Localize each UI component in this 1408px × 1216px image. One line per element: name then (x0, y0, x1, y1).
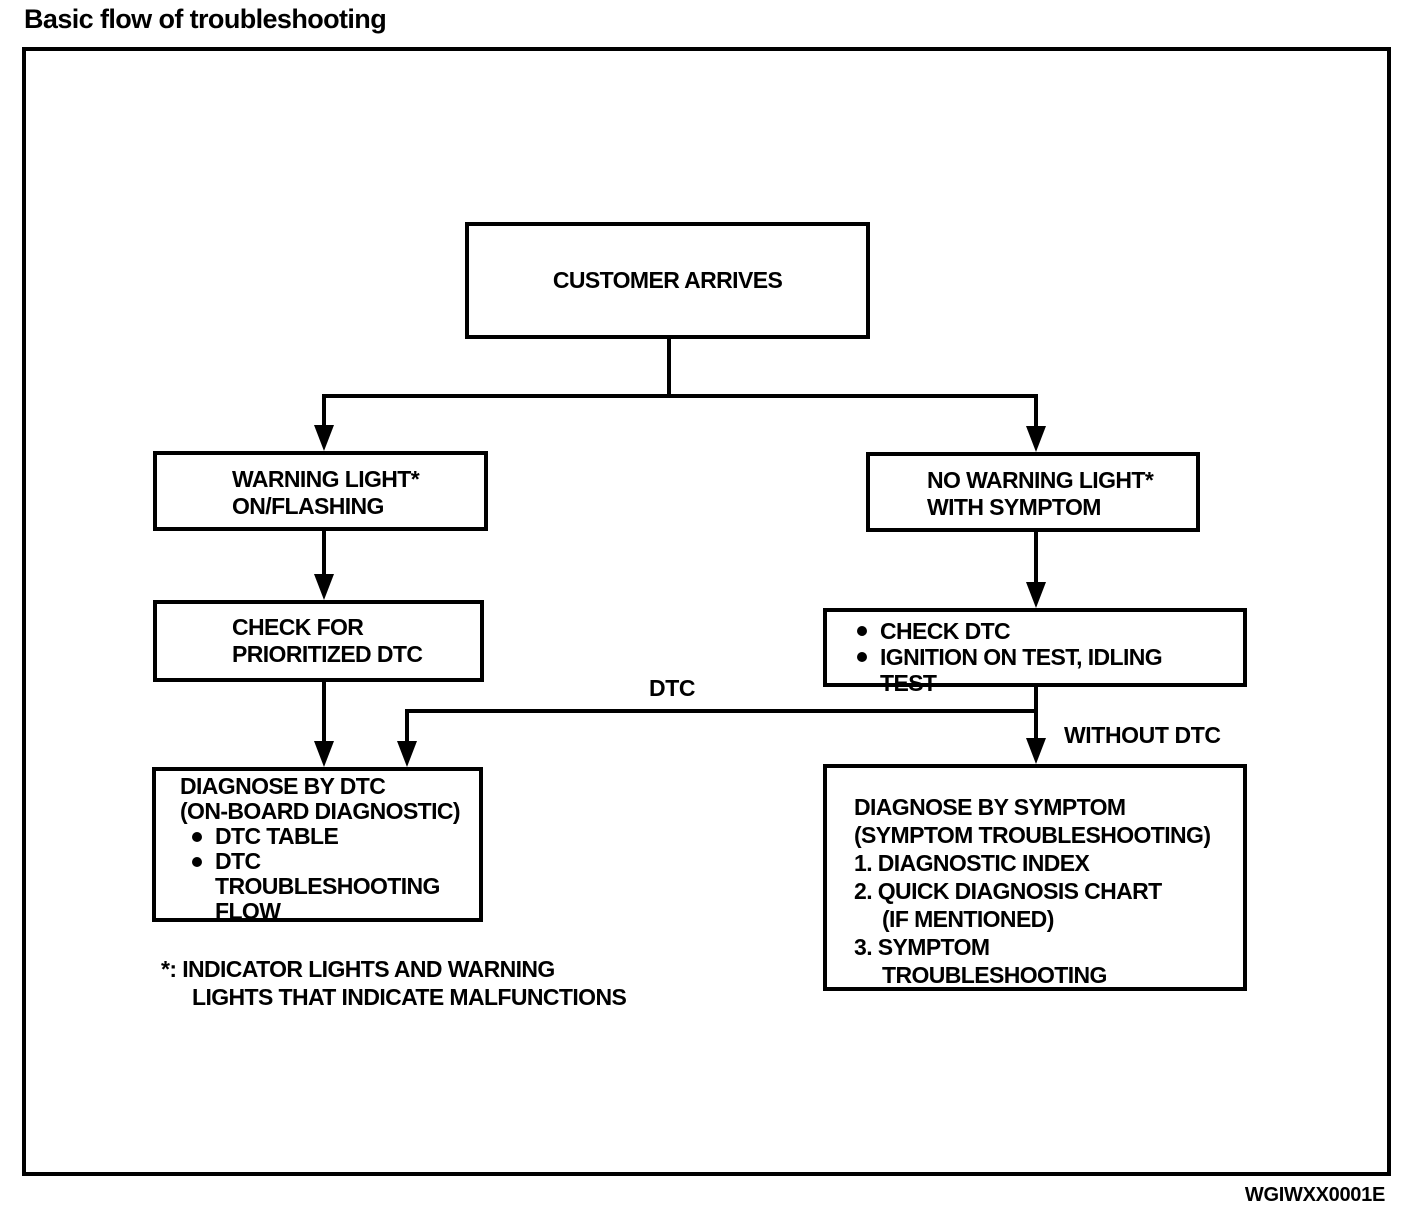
diagnose-dtc-item2: DTC TROUBLESHOOTING FLOW (192, 849, 479, 924)
bullet-icon (857, 652, 867, 662)
diagnose-symptom-line2: (SYMPTOM TROUBLESHOOTING) (854, 822, 1211, 848)
check-dtc-item1-label: CHECK DTC (880, 618, 1011, 644)
node-no-warning-light-line1: NO WARNING LIGHT* (927, 467, 1154, 493)
diagnose-dtc-item2-label: DTC TROUBLESHOOTING FLOW (215, 848, 440, 924)
bullet-icon (857, 626, 867, 636)
arrow-down-icon (314, 425, 334, 451)
diagnose-dtc-line2: (ON-BOARD DIAGNOSTIC) (180, 798, 461, 824)
footnote-line2: LIGHTS THAT INDICATE MALFUNCTIONS (192, 984, 627, 1010)
check-dtc-item2-label: IGNITION ON TEST, IDLING TEST (880, 644, 1163, 696)
figure-code: WGIWXX0001E (1244, 1184, 1385, 1206)
arrow-down-icon (314, 574, 334, 600)
connector-customer-stem (667, 337, 671, 398)
connector-nowarning-to-check (1034, 532, 1038, 584)
node-check-prioritized-line2: PRIORITIZED DTC (232, 641, 423, 667)
node-warning-light-line2: ON/FLASHING (232, 493, 384, 519)
connector-withoutdtc-drop (1034, 709, 1038, 739)
connector-left-branch (322, 394, 326, 428)
node-diagnose-by-symptom: DIAGNOSE BY SYMPTOM (SYMPTOM TROUBLESHOO… (823, 764, 1247, 991)
node-warning-light: WARNING LIGHT* ON/FLASHING (153, 451, 488, 531)
diagnose-dtc-item1-label: DTC TABLE (215, 823, 339, 849)
diagnose-symptom-item2: 2. QUICK DIAGNOSIS CHART (854, 878, 1162, 904)
diagnose-symptom-item1: 1. DIAGNOSTIC INDEX (854, 850, 1090, 876)
footnote-line1: *: INDICATOR LIGHTS AND WARNING (161, 956, 555, 982)
node-no-warning-light: NO WARNING LIGHT* WITH SYMPTOM (866, 452, 1200, 532)
arrow-down-icon (314, 741, 334, 767)
diagnose-dtc-item1: DTC TABLE (192, 824, 479, 849)
node-diagnose-by-dtc: DIAGNOSE BY DTC (ON-BOARD DIAGNOSTIC) DT… (152, 767, 483, 924)
bullet-icon (192, 832, 202, 842)
connector-warning-to-check (322, 531, 326, 577)
connector-dtc-line (405, 709, 1036, 713)
node-no-warning-light-line2: WITH SYMPTOM (927, 494, 1101, 520)
arrow-down-icon (1026, 582, 1046, 608)
node-warning-light-line1: WARNING LIGHT* (232, 466, 420, 492)
arrow-down-icon (397, 741, 417, 767)
node-check-prioritized-line1: CHECK FOR (232, 614, 364, 640)
diagnose-symptom-line1: DIAGNOSE BY SYMPTOM (854, 794, 1126, 820)
diagnose-symptom-item2-cont: (IF MENTIONED) (882, 906, 1054, 932)
diagnose-symptom-item3: 3. SYMPTOM (854, 934, 990, 960)
connector-dtc-drop (405, 709, 409, 744)
bullet-icon (192, 857, 202, 867)
page-title: Basic flow of troubleshooting (24, 4, 387, 34)
node-customer-arrives: CUSTOMER ARRIVES (465, 222, 870, 339)
connector-check-to-diagdtc (322, 682, 326, 744)
edge-label-without-dtc: WITHOUT DTC (1064, 722, 1221, 748)
connector-right-branch (1034, 394, 1038, 428)
edge-label-dtc: DTC (649, 675, 696, 701)
node-check-prioritized-dtc: CHECK FOR PRIORITIZED DTC (153, 600, 484, 682)
node-check-dtc-tests: CHECK DTC IGNITION ON TEST, IDLING TEST (823, 608, 1247, 696)
flowchart-frame: CUSTOMER ARRIVES WARNING LIGHT* ON/FLASH… (22, 47, 1391, 1176)
footnote: *: INDICATOR LIGHTS AND WARNING LIGHTS T… (161, 955, 627, 1011)
node-customer-arrives-label: CUSTOMER ARRIVES (552, 267, 783, 293)
arrow-down-icon (1026, 426, 1046, 452)
diagnose-dtc-line1: DIAGNOSE BY DTC (180, 773, 386, 799)
diagnose-symptom-item3-cont: TROUBLESHOOTING (882, 962, 1107, 988)
connector-branch-line (322, 394, 1038, 398)
arrow-down-icon (1026, 738, 1046, 764)
check-dtc-item1: CHECK DTC (857, 618, 1243, 644)
check-dtc-item2: IGNITION ON TEST, IDLING TEST (857, 644, 1243, 696)
